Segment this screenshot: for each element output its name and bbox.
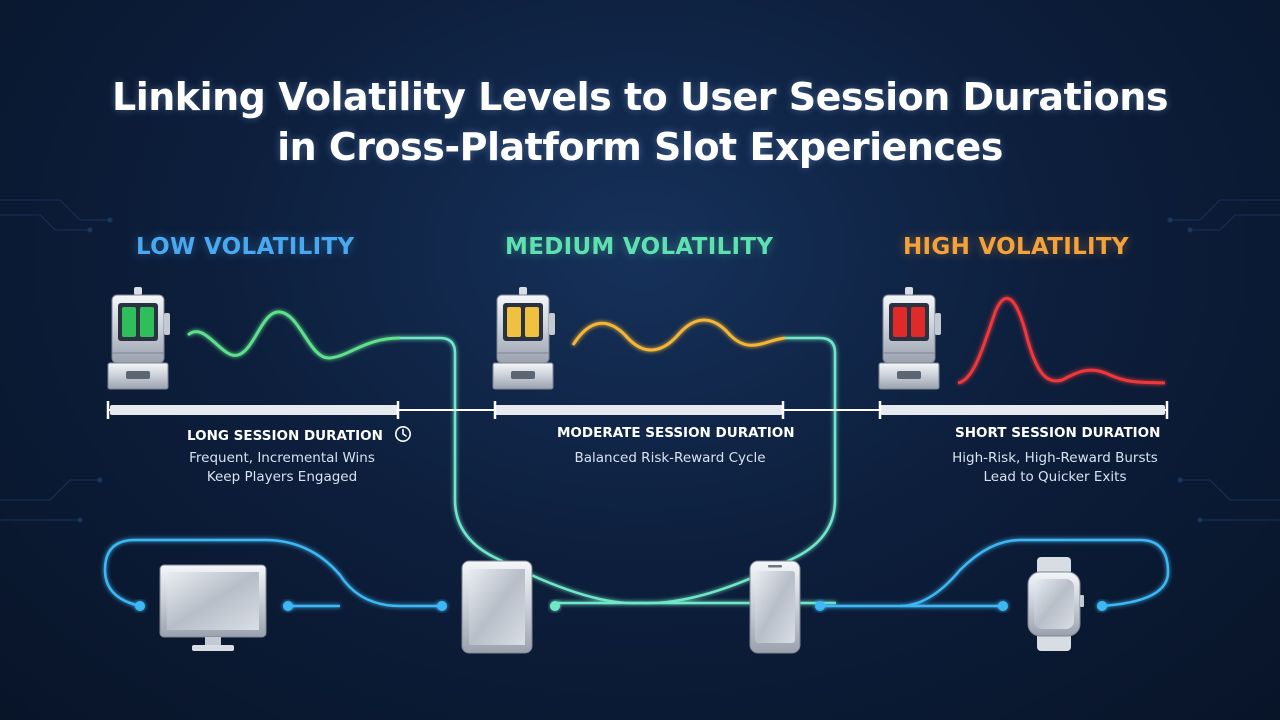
wave-high-volatility — [957, 297, 1166, 385]
description-low: Frequent, Incremental Wins Keep Players … — [172, 449, 392, 487]
tablet-icon — [461, 560, 533, 654]
smartwatch-icon — [1027, 557, 1084, 651]
description-low-line-1: Frequent, Incremental Wins — [189, 450, 375, 466]
clock-icon — [394, 426, 411, 442]
duration-label-long-text: LONG SESSION DURATION — [187, 428, 383, 444]
duration-label-short: SHORT SESSION DURATION — [955, 425, 1161, 441]
session-timeline — [106, 401, 1169, 419]
cross-connectors — [400, 336, 837, 605]
slot-machine-high — [878, 286, 942, 390]
description-medium: Balanced Risk-Reward Cycle — [560, 449, 780, 468]
wave-low-volatility — [187, 310, 401, 360]
duration-label-long: LONG SESSION DURATION — [187, 425, 412, 444]
description-high: High-Risk, High-Reward Bursts Lead to Qu… — [940, 449, 1170, 487]
slot-machine-medium — [492, 286, 556, 390]
description-medium-line-1: Balanced Risk-Reward Cycle — [574, 450, 766, 466]
heading-low-volatility: LOW VOLATILITY — [136, 234, 355, 260]
desktop-icon — [159, 564, 267, 651]
title-line-1: Linking Volatility Levels to User Sessio… — [112, 75, 1168, 119]
smartphone-icon — [749, 560, 801, 654]
heading-medium-volatility: MEDIUM VOLATILITY — [505, 234, 774, 260]
slot-machine-low — [107, 286, 171, 390]
device-connectors — [103, 538, 1170, 608]
wave-medium-volatility — [571, 318, 786, 352]
duration-label-moderate: MODERATE SESSION DURATION — [557, 425, 795, 441]
page-title: Linking Volatility Levels to User Sessio… — [0, 72, 1280, 172]
description-high-line-1: High-Risk, High-Reward Bursts — [952, 450, 1158, 466]
connector-nodes — [135, 601, 1107, 611]
connector-node-cross — [550, 601, 560, 611]
heading-high-volatility: HIGH VOLATILITY — [903, 234, 1129, 260]
title-line-2: in Cross-Platform Slot Experiences — [277, 125, 1003, 169]
description-high-line-2: Lead to Quicker Exits — [983, 469, 1127, 485]
description-low-line-2: Keep Players Engaged — [206, 469, 358, 485]
